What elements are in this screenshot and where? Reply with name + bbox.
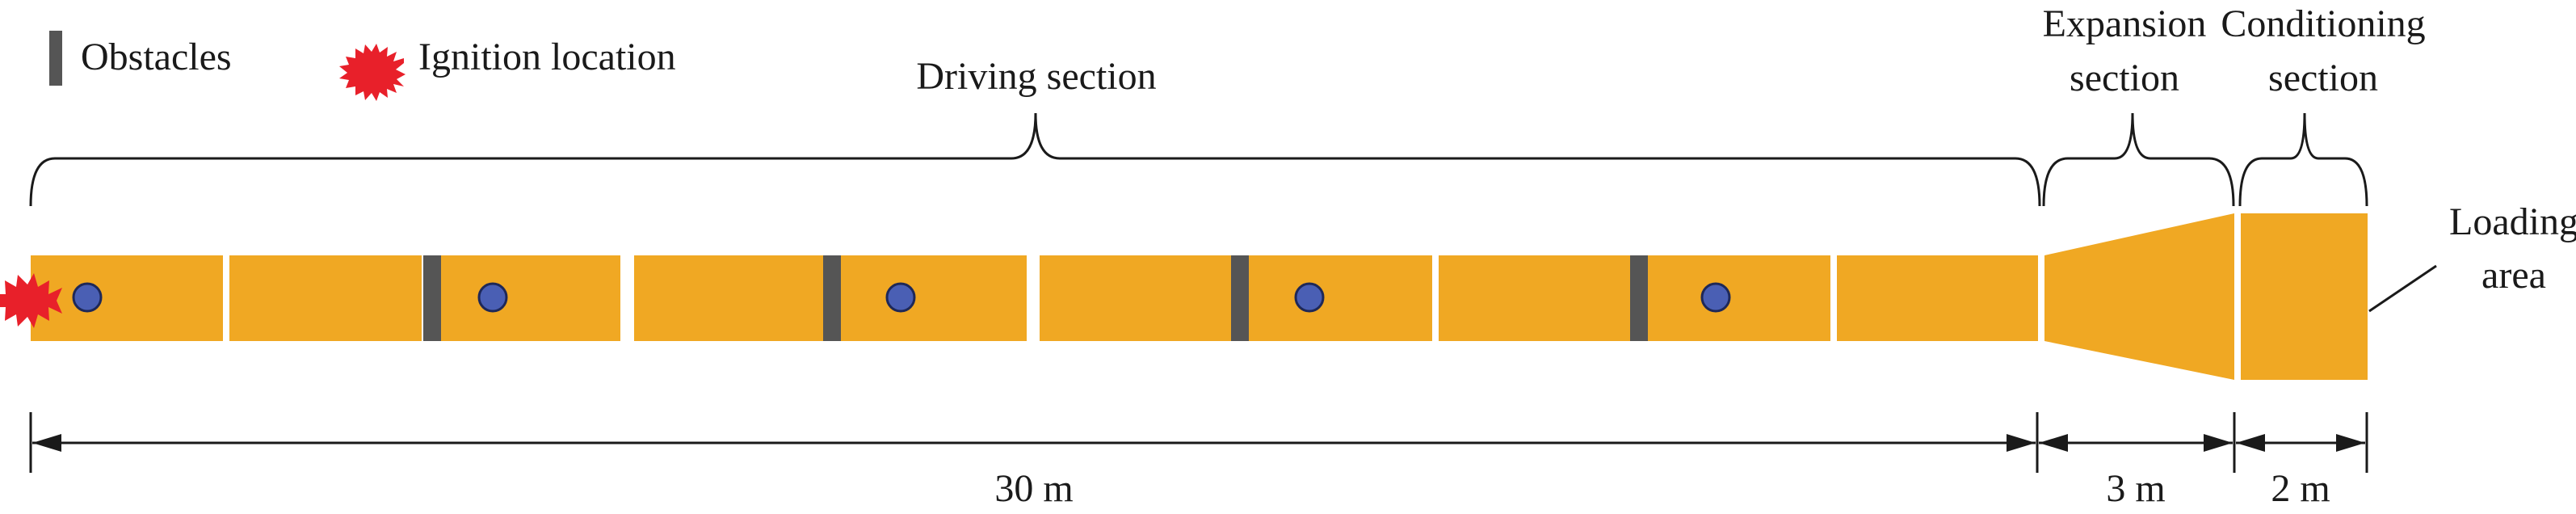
tube-segment xyxy=(1240,255,1432,341)
tube-segment xyxy=(229,255,422,341)
legend: Obstacles Ignition location xyxy=(49,31,676,101)
arrow-head xyxy=(2236,434,2265,452)
obstacle-legend-swatch xyxy=(49,31,62,86)
expansion-section-label-line1: Expansion xyxy=(2043,2,2207,45)
obstacle xyxy=(1630,255,1648,341)
obstacle xyxy=(423,255,441,341)
pressure-sensor xyxy=(1294,282,1325,313)
conditioning-section-brace xyxy=(2238,112,2368,207)
tube-segment xyxy=(428,255,620,341)
loading-area-label-line1: Loading xyxy=(2449,200,2576,243)
driving-section-brace xyxy=(29,112,2041,207)
conditioning-length-label: 2 m xyxy=(2271,467,2330,510)
tube-segment xyxy=(31,255,223,341)
conditioning-section xyxy=(2241,213,2368,380)
obstacles xyxy=(423,255,1648,341)
driving-length-label: 30 m xyxy=(994,467,1073,510)
obstacle xyxy=(1231,255,1249,341)
pressure-sensor xyxy=(72,282,103,313)
driving-section xyxy=(31,255,2038,341)
expansion-length-label: 3 m xyxy=(2106,467,2165,510)
tube-segment xyxy=(1439,255,1633,341)
legend-obstacles-label: Obstacles xyxy=(81,36,232,78)
tube-segment xyxy=(1040,255,1233,341)
driving-section-label: Driving section xyxy=(916,55,1156,98)
arrow-head xyxy=(2007,434,2036,452)
ignition-legend-icon xyxy=(339,44,406,101)
legend-ignition-label: Ignition location xyxy=(418,36,676,78)
pressure-sensor xyxy=(885,282,916,313)
tube-segment xyxy=(1837,255,2038,341)
pressure-sensor xyxy=(477,282,508,313)
ignition-location-icon xyxy=(0,273,71,328)
tube-segment xyxy=(834,255,1027,341)
tube-segment xyxy=(1639,255,1830,341)
loading-area-label-line2: area xyxy=(2481,254,2546,297)
expansion-section xyxy=(2044,213,2234,380)
arrow-head xyxy=(2336,434,2365,452)
expansion-section-label-line2: section xyxy=(2070,57,2179,99)
sensors xyxy=(72,282,1731,313)
loading-area-leader xyxy=(2368,264,2437,313)
arrow-head xyxy=(2039,434,2068,452)
arrow-head xyxy=(32,434,61,452)
obstacle xyxy=(823,255,841,341)
conditioning-section-label-line2: section xyxy=(2268,57,2378,99)
dimension-lines xyxy=(29,412,2368,473)
tube-segment xyxy=(634,255,828,341)
conditioning-section-label-line1: Conditioning xyxy=(2221,2,2425,45)
pressure-sensor xyxy=(1700,282,1731,313)
expansion-section-brace xyxy=(2042,112,2235,207)
arrow-head xyxy=(2204,434,2233,452)
